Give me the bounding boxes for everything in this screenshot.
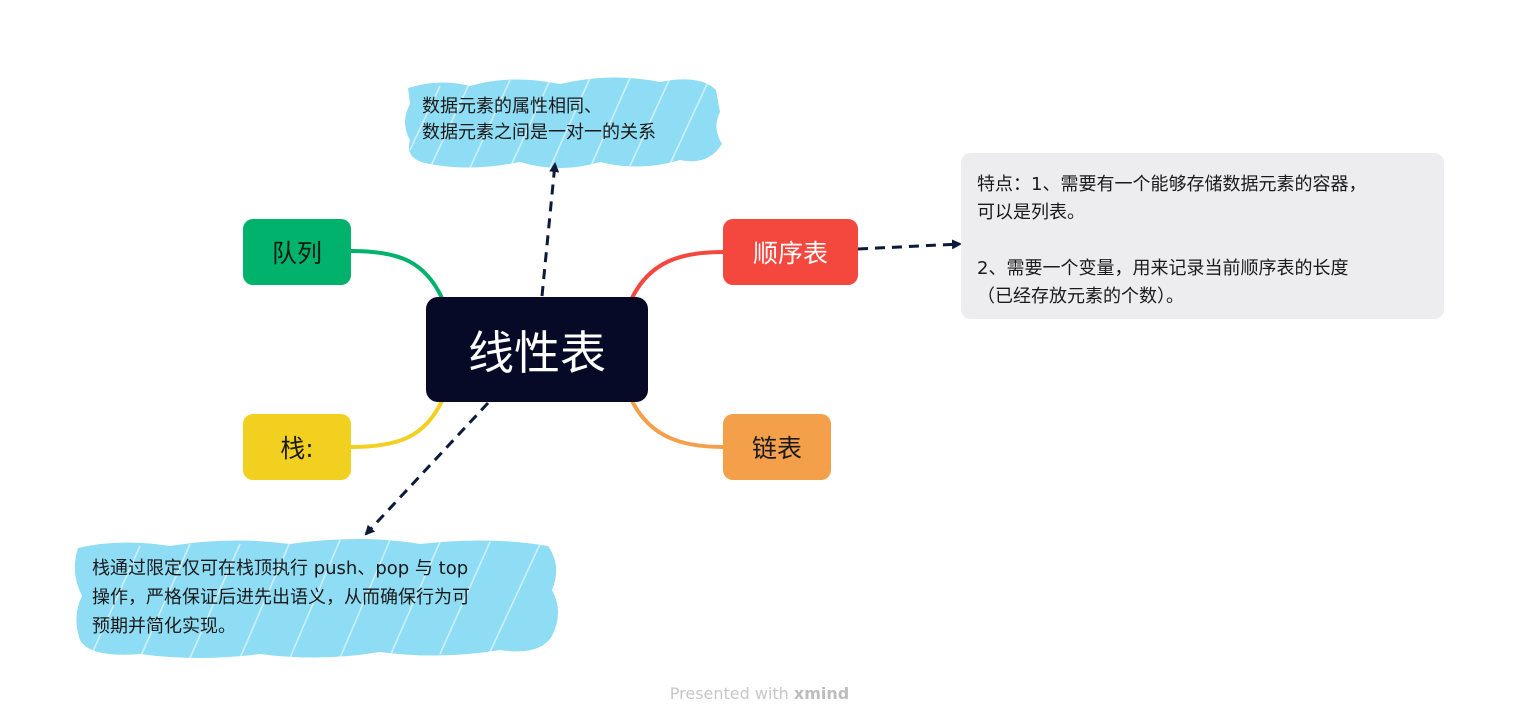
branch-stack: [350, 400, 444, 449]
note-sequence-list-features[interactable]: 特点：1、需要有一个能够存储数据元素的容器， 可以是列表。 2、需要一个变量，用…: [961, 153, 1444, 319]
branch-sequence: [630, 250, 724, 299]
topic-queue[interactable]: 队列: [243, 219, 351, 285]
footer-prefix: Presented with: [669, 684, 789, 703]
branch-linked: [630, 400, 724, 449]
stack-note-highlight: [74, 539, 559, 659]
footer-credit: Presented with xmind: [0, 684, 1519, 703]
top-note-highlight: [405, 77, 722, 169]
arrow-to-stack-note: [364, 401, 490, 536]
topic-stack[interactable]: 栈:: [243, 414, 351, 480]
topic-sequence-list[interactable]: 顺序表: [723, 219, 858, 285]
note-stack-description[interactable]: 栈通过限定仅可在栈顶执行 push、pop 与 top 操作，严格保证后进先出语…: [92, 558, 470, 637]
arrow-to-top-note: [540, 162, 560, 297]
central-topic[interactable]: 线性表: [426, 297, 648, 402]
topic-linked-list[interactable]: 链表: [723, 414, 831, 480]
footer-brand: xmind: [793, 684, 850, 703]
branch-queue: [350, 249, 444, 299]
arrow-to-sequence-note: [857, 239, 962, 251]
note-linear-list-properties[interactable]: 数据元素的属性相同、 数据元素之间是一对一的关系: [422, 96, 656, 143]
